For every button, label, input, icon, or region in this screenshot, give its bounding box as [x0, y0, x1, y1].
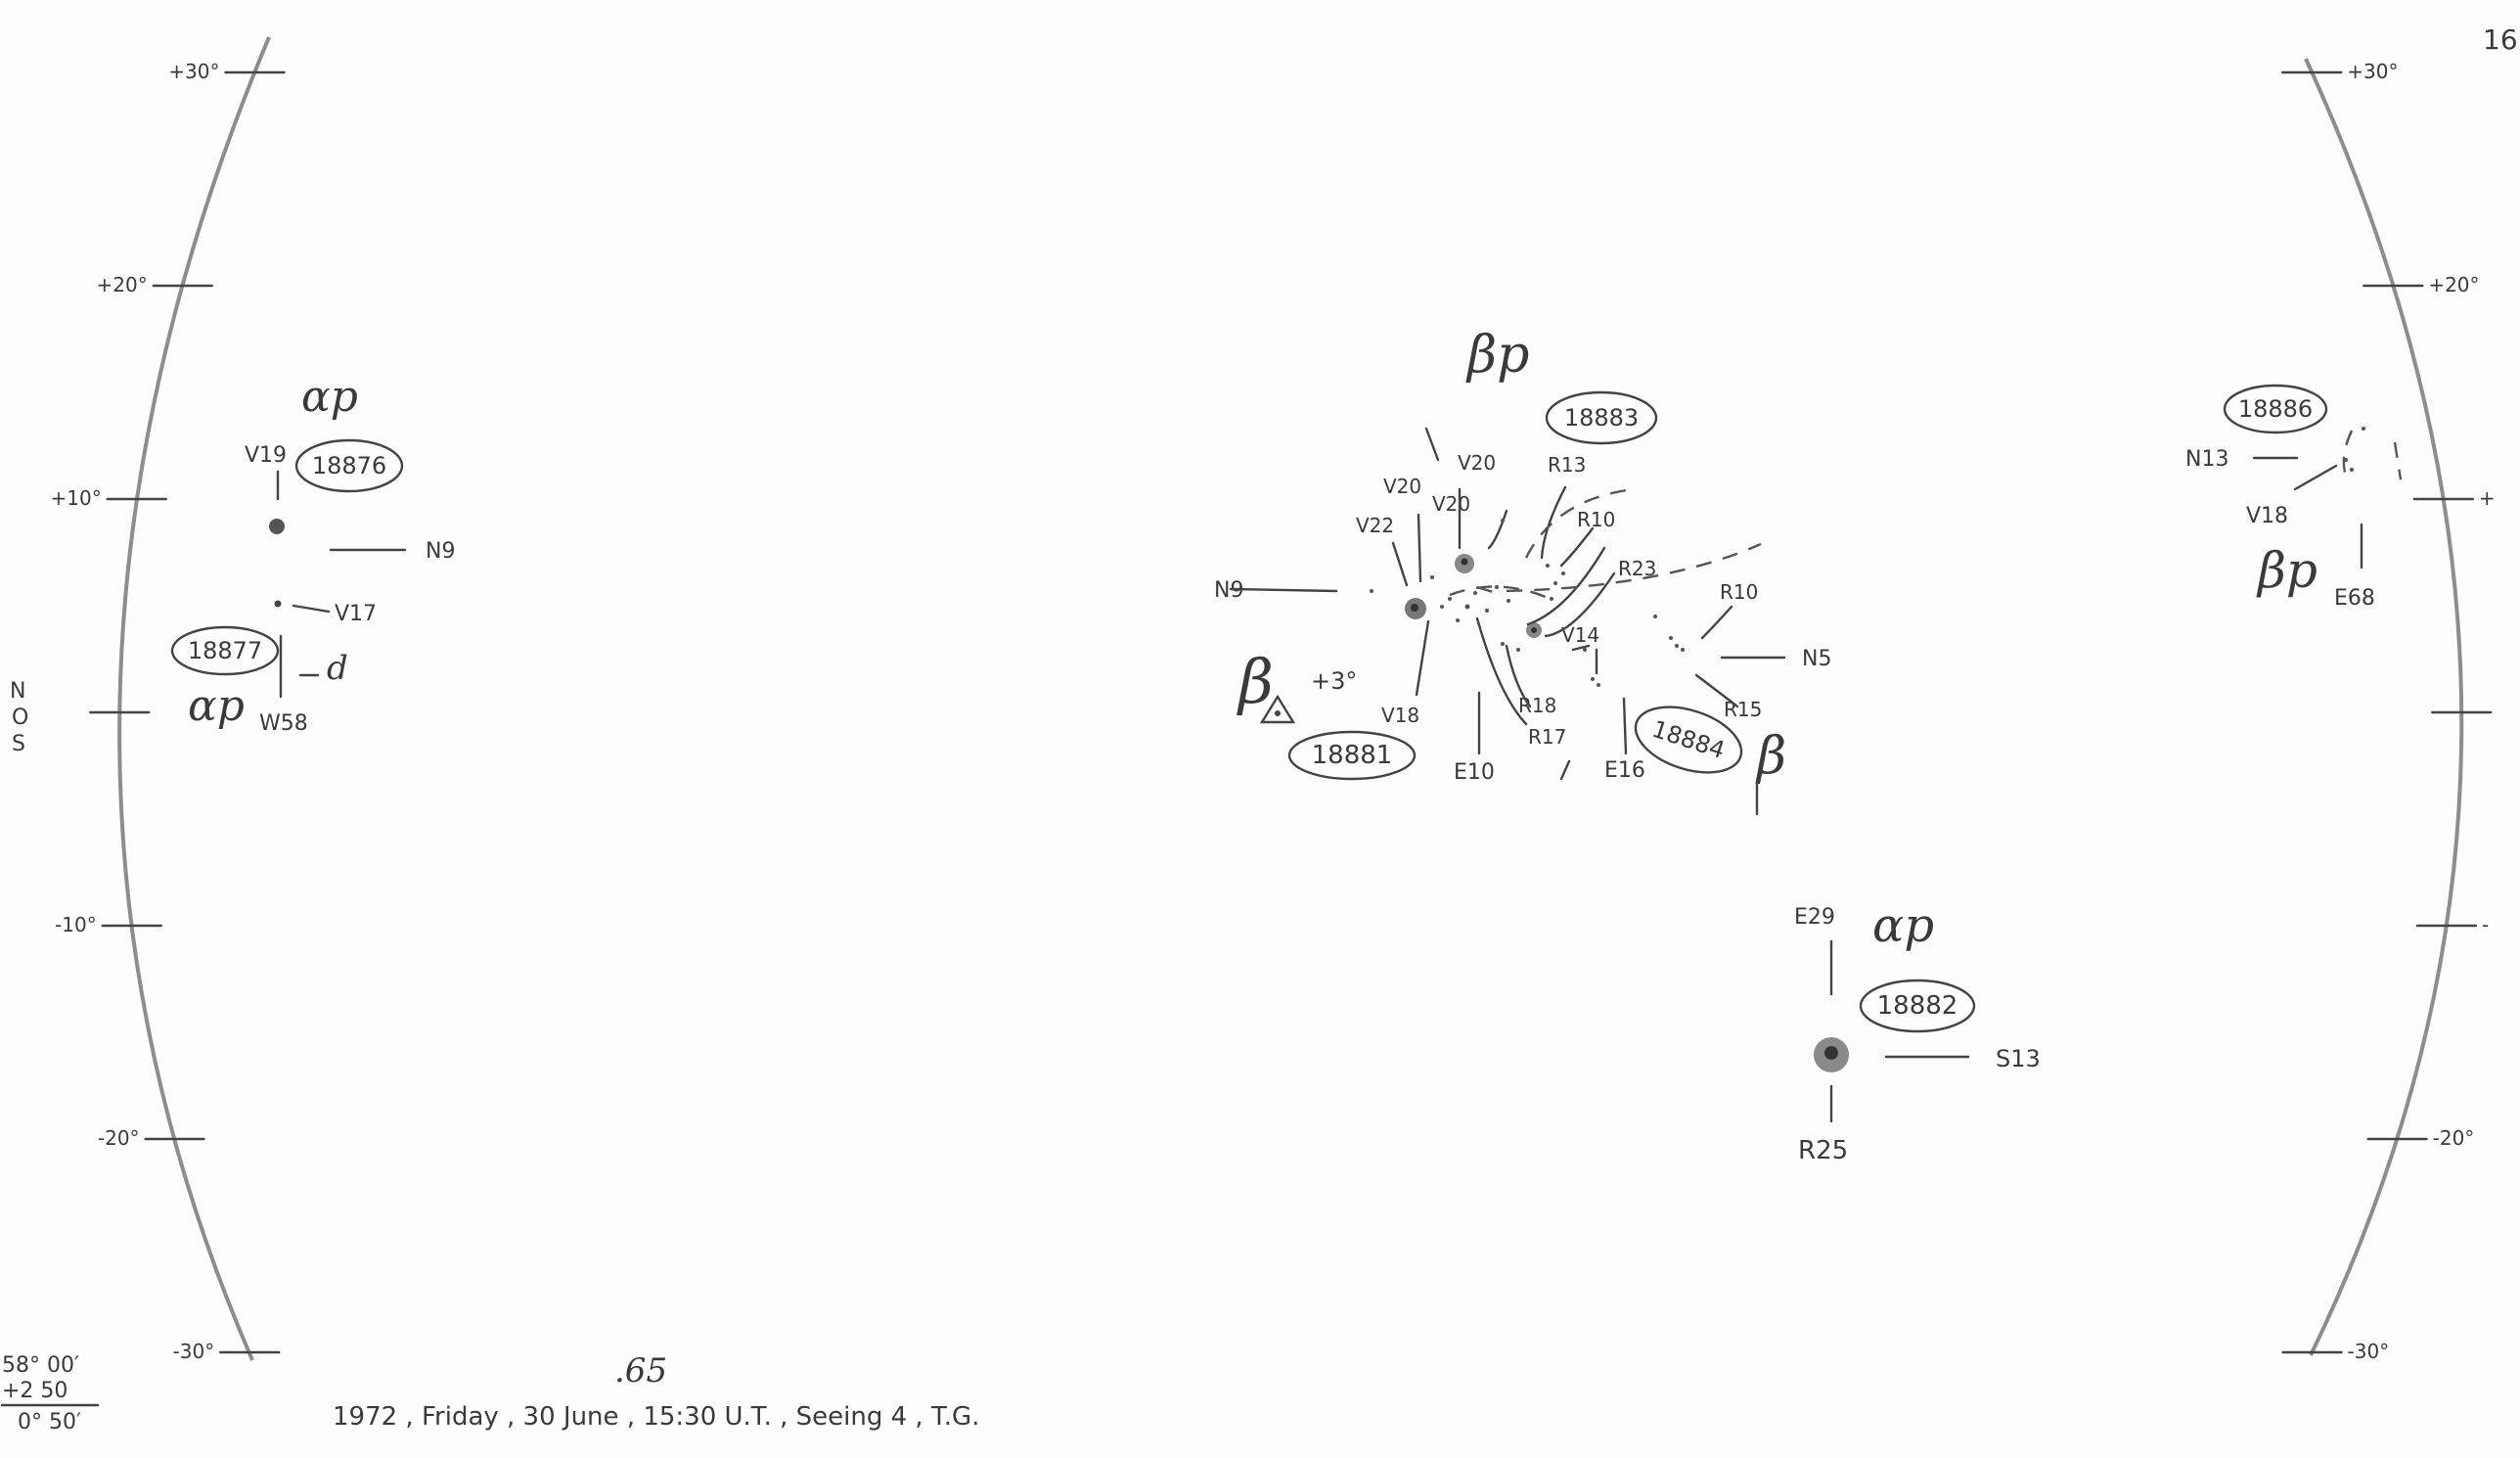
annotation-e68: E68	[2334, 586, 2375, 611]
region-number-18881: 18881	[1312, 741, 1393, 770]
region-class-label-18881: β	[1237, 646, 1274, 717]
pointer-lines	[1229, 427, 1786, 816]
annotation-w58: W58	[259, 711, 308, 736]
region-number-oval-18884	[1634, 706, 1743, 774]
latitude-label-right: -30°	[2348, 1340, 2390, 1363]
solar-limb-left	[117, 36, 271, 1361]
region-number: 18877	[188, 637, 262, 664]
spot-outline	[2342, 430, 2403, 482]
pointer-line	[2293, 464, 2338, 491]
annotation-r25: R25	[1798, 1136, 1848, 1165]
sunspot-umbra	[1411, 604, 1418, 612]
equator-label: N O S	[10, 679, 28, 756]
region-number-18883: 18883	[1564, 404, 1639, 432]
observation-footer: 1972 , Friday , 30 June , 15:30 U.T. , S…	[333, 1402, 979, 1432]
neutral-line	[1506, 542, 1762, 593]
annotation-e29: E29	[1794, 905, 1835, 930]
annotation-v18: V18	[2246, 504, 2288, 528]
annotation-plus3: +3°	[1311, 667, 1357, 695]
annotation-n9: N9	[426, 539, 455, 564]
latitude-label-right: +20°	[2428, 273, 2479, 296]
region-number-18884: 18884	[1648, 715, 1728, 764]
latitude-label-right: -20°	[2433, 1126, 2475, 1150]
region-number-oval	[2223, 384, 2328, 434]
region-class-label-18883: βp	[1465, 326, 1529, 385]
latitude-label-left: +30°	[168, 60, 219, 83]
region-number-oval-18881	[1287, 730, 1417, 781]
latitude-scale-left: +30° +20° +10° -10° -20° -30°	[51, 60, 286, 1363]
annotation-r10: R10	[1577, 508, 1615, 531]
annotation-r17: R17	[1528, 725, 1566, 749]
page-number: 16	[2483, 23, 2518, 56]
sunspot-umbra	[1461, 558, 1468, 566]
annotation-r13: R13	[1548, 453, 1586, 477]
neutral-line	[1476, 585, 1504, 597]
neutral-line	[1524, 487, 1635, 559]
calculation-line-2: +2 50	[2, 1379, 68, 1403]
region-number-oval-18883	[1545, 390, 1658, 445]
symbol-triangle-dot	[1275, 710, 1281, 716]
sunspot	[274, 600, 282, 608]
sunspot	[269, 519, 285, 534]
annotation-e16: E16	[1604, 758, 1645, 783]
region-18882: E29 αp 18882 S13 R25	[1794, 898, 2041, 1165]
region-number-oval	[1859, 979, 1976, 1033]
region-18876: αp V19 18876 N9	[245, 372, 455, 564]
annotation-v18: V18	[1381, 704, 1419, 727]
equator-letter-o: O	[12, 706, 28, 730]
annotation-v20: V20	[1383, 475, 1421, 498]
latitude-label-left: -20°	[98, 1126, 140, 1150]
region-number-oval	[294, 438, 404, 493]
region-number: 18876	[312, 452, 386, 479]
latitude-label-left: +10°	[51, 486, 102, 510]
pores	[1370, 519, 1685, 687]
footer-superscript: .65	[614, 1351, 667, 1390]
annotation-s13: S13	[1996, 1045, 2041, 1072]
pores	[2344, 427, 2365, 472]
symbol-triangle	[1259, 694, 1296, 724]
annotation-v19: V19	[245, 443, 287, 468]
calculation-line-3: 0° 50′	[18, 1410, 81, 1435]
annotation-n5: N5	[1802, 647, 1831, 671]
annotation-v20: V20	[1432, 492, 1470, 516]
calculation: 58° 00′ +2 50 0° 50′	[0, 1353, 100, 1435]
pointer-line	[292, 604, 331, 614]
latitude-label-left: +20°	[97, 273, 148, 296]
region-class-label-18884: β	[1755, 727, 1786, 786]
sunspot-umbra	[1824, 1046, 1838, 1060]
annotation-e10: E10	[1454, 760, 1495, 785]
region-class-label: βp	[2256, 542, 2318, 599]
annotation-n9: N9	[1214, 578, 1243, 603]
latitude-label-right: +30°	[2347, 60, 2398, 83]
equator-letter-s: S	[12, 732, 25, 756]
region-group-center: βp 18883 V20 V20 V20 V22 R13 R10 R23 R10…	[1214, 326, 1831, 816]
latitude-scale-right: +30° +20° + - -20° -30°	[2281, 60, 2496, 1363]
latitude-label-left: -10°	[55, 913, 97, 936]
region-number: 18882	[1877, 991, 1958, 1021]
region-class-label: αp	[188, 681, 245, 731]
annotation-v20: V20	[1458, 451, 1496, 475]
calculation-line-1: 58° 00′	[2, 1353, 79, 1378]
annotation-d: d	[327, 649, 348, 688]
latitude-label-right: +	[2479, 486, 2496, 510]
annotation-r10: R10	[1720, 580, 1758, 604]
region-number: 18886	[2238, 395, 2313, 423]
region-number-oval	[170, 625, 280, 676]
region-class-label: αp	[1872, 898, 1934, 953]
annotation-v22: V22	[1356, 514, 1394, 537]
region-class-label: αp	[301, 372, 358, 422]
region-18877: V17 18877 d αp W58	[170, 600, 377, 736]
latitude-label-left: -30°	[173, 1340, 215, 1363]
annotation-v17: V17	[335, 602, 377, 626]
sunspot-umbra	[1531, 627, 1537, 633]
neutral-line	[1449, 585, 1547, 599]
solar-limb-right	[2304, 58, 2464, 1356]
annotation-n13: N13	[2185, 447, 2228, 472]
latitude-label-right: -	[2482, 913, 2489, 936]
region-18886: 18886 N13 V18 βp E68	[2185, 384, 2403, 611]
equator-letter-n: N	[10, 679, 25, 704]
